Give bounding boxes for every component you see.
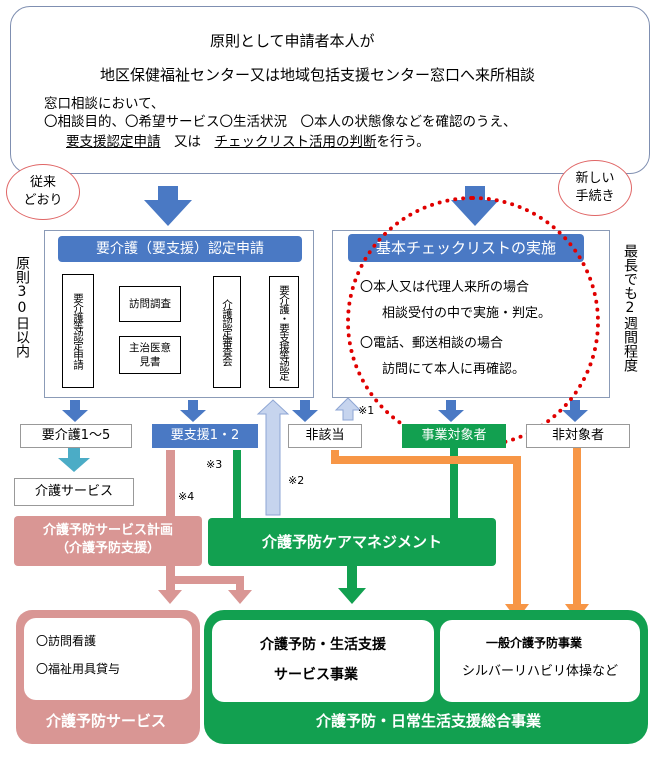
care-service-box: 介護サービス — [14, 478, 134, 506]
box-review: 介護認定審査会 — [213, 276, 241, 388]
intro-or: 又は — [160, 134, 215, 150]
intro-checklist: チェックリスト活用の判断 — [214, 134, 377, 150]
arrow-up-note1 — [334, 397, 362, 421]
label-care-1-5: 要介護1～5 — [20, 424, 132, 448]
intro-line3: 窓口相談において、 — [44, 96, 165, 112]
prevention-service-title: 介護予防サービス — [46, 712, 167, 730]
bubble-conventional: 従来 どおり — [6, 164, 80, 220]
life-support-inner — [212, 620, 434, 702]
label-non-target: 非対象者 — [526, 424, 630, 448]
side-label-30days: 原則30日以内 — [14, 256, 30, 358]
arrow-to-notapp — [292, 400, 318, 422]
new-procedure-highlight — [346, 196, 600, 448]
prevention-plan-box: 介護予防サービス計画 （介護予防支援） — [14, 516, 202, 566]
label-not-applicable: 非該当 — [288, 424, 362, 448]
intro-line2: 地区保健福祉センター又は地域包括支援センター窓口へ来所相談 — [100, 66, 536, 84]
arrow-to-nontarget — [562, 400, 588, 422]
intro-line4: 〇相談目的、〇希望サービス〇生活状況 〇本人の状態像などを確認のうえ、 — [44, 114, 517, 130]
note-1: ※1 — [358, 404, 375, 417]
certification-title: 要介護（要支援）認定申請 — [58, 236, 302, 262]
plan-line1: 介護予防サービス計画 — [42, 523, 173, 538]
pink-arrows — [158, 566, 252, 604]
box-doctor: 主治医意見書 — [119, 336, 181, 374]
side-label-2weeks: 最長でも2週間程度 — [622, 244, 638, 372]
plan-line2: （介護予防支援） — [55, 541, 160, 556]
bubble-right-2: 手続き — [575, 189, 615, 204]
arrow-to-support — [180, 400, 206, 422]
box-decision: 要介護・要支援等認定 — [269, 276, 299, 388]
arrow-care-service — [58, 448, 90, 472]
arrow-to-lifesupport — [338, 566, 366, 604]
general-prevention-inner — [440, 620, 640, 702]
prevention-service-inner — [24, 618, 192, 700]
bubble-left-2: どおり — [23, 193, 63, 208]
prev-item-welfare: 〇福祉用具貸与 — [36, 662, 121, 676]
arrow-up-note2 — [256, 399, 290, 516]
prev-item-nursing: 〇訪問看護 — [36, 634, 97, 648]
intro-apply: 要支援認定申請 — [66, 134, 161, 150]
label-target: 事業対象者 — [402, 424, 506, 448]
bubble-left-1: 従来 — [29, 175, 56, 190]
note-3: ※3 — [206, 458, 223, 471]
intro-line5: 要支援認定申請 又は チェックリスト活用の判断を行う。 — [66, 130, 430, 150]
arrow-down-left-big — [144, 186, 192, 226]
general-prevention-sub: シルバーリハビリ体操など — [462, 664, 619, 679]
total-program-title: 介護予防・日常生活支援総合事業 — [316, 712, 542, 730]
life-support-line2: サービス事業 — [274, 667, 358, 683]
note-4: ※4 — [178, 490, 195, 503]
bubble-right-1: 新しい — [575, 171, 615, 186]
intro-line1: 原則として申請者本人が — [210, 32, 375, 50]
box-application: 要介護等認定申請 — [62, 274, 94, 388]
intro-box — [10, 6, 650, 174]
care-management-box: 介護予防ケアマネジメント — [208, 518, 496, 566]
life-support-line1: 介護予防・生活支援 — [260, 637, 386, 653]
arrow-to-care — [62, 400, 88, 422]
general-prevention-title: 一般介護予防事業 — [486, 636, 583, 650]
label-support-1-2: 要支援1・2 — [152, 424, 258, 448]
intro-end: を行う。 — [376, 134, 430, 150]
bubble-new: 新しい 手続き — [558, 160, 632, 216]
note-2: ※2 — [288, 474, 305, 487]
box-visit: 訪問調査 — [119, 286, 181, 322]
